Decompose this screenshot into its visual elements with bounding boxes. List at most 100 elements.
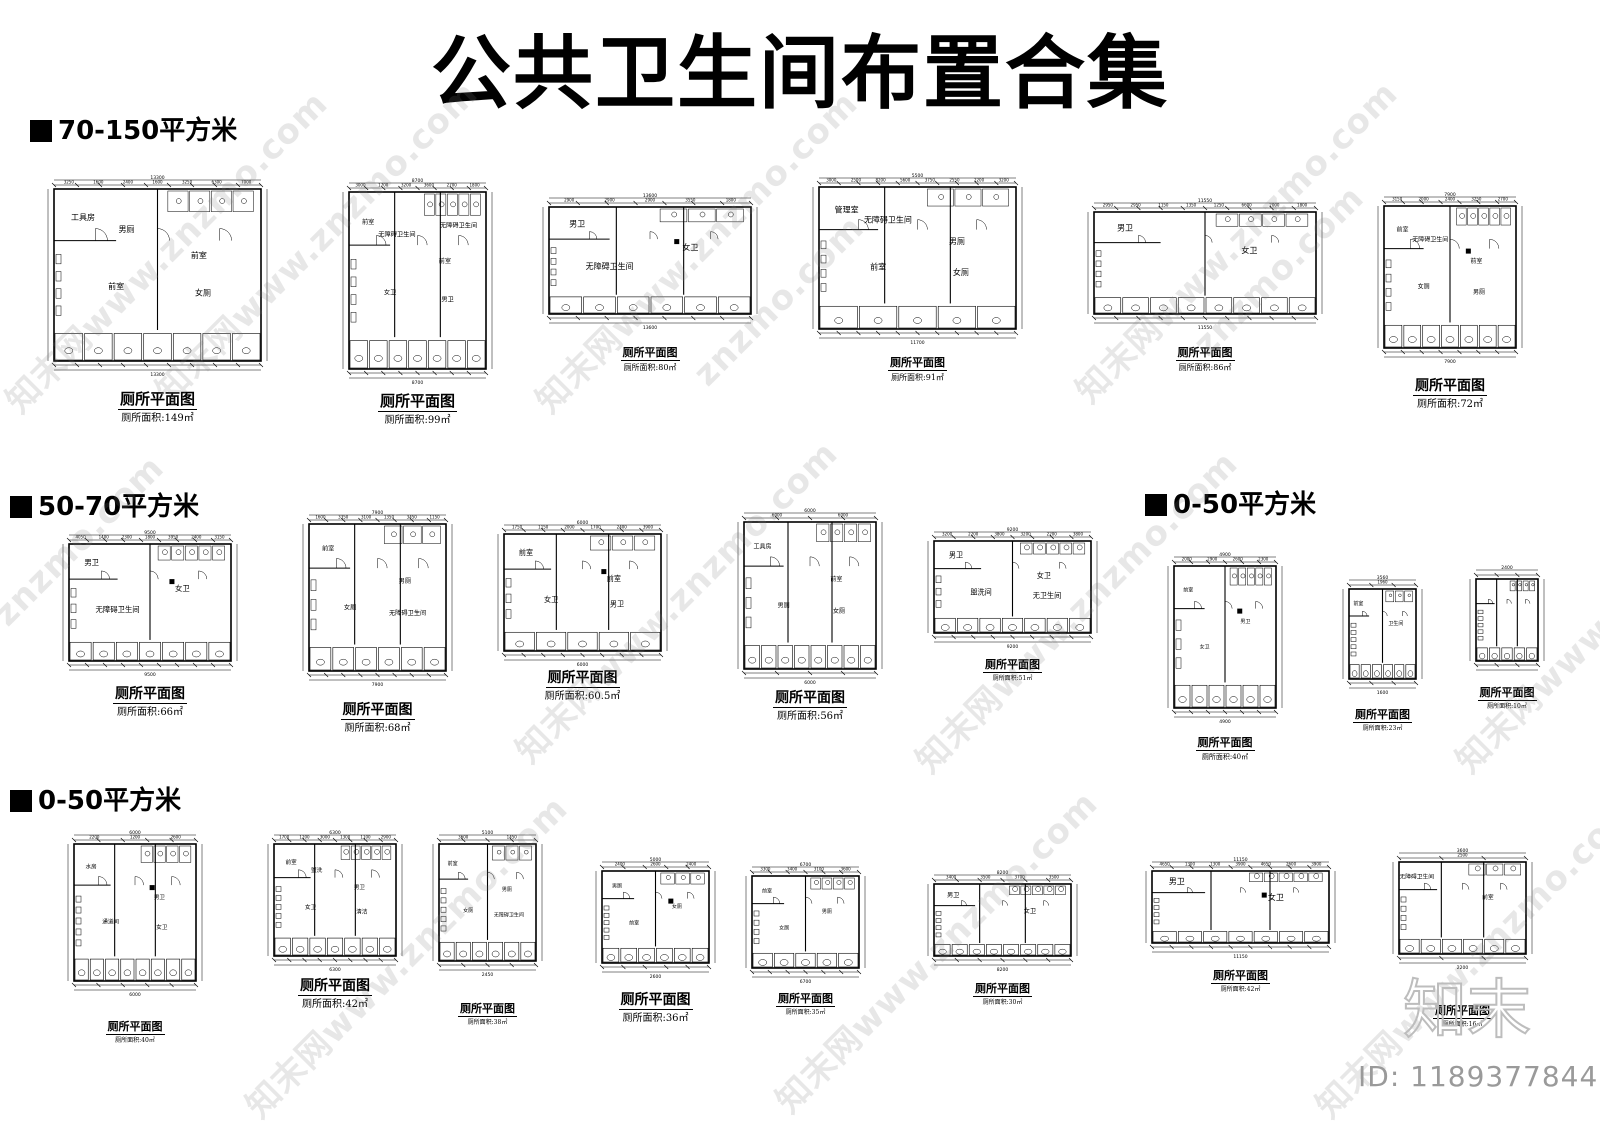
room-label: 前室 [448, 860, 458, 867]
section-header-70-150: 70-150平方米 [30, 118, 237, 144]
dimension-label: 1960 [1377, 580, 1388, 585]
dimension-label: 6000 [804, 508, 816, 514]
dimension-label: 1600 [1377, 690, 1389, 696]
image-id: ID: 1189377844 [1358, 1060, 1599, 1093]
dimension-label: 2300 [122, 535, 133, 540]
brand-logo: 知末 [1392, 970, 1542, 1050]
dimension-label: 3600 [841, 867, 852, 872]
plan-caption: 厕所平面图厕所面积:40㎡ [1160, 732, 1290, 762]
room-label: 前室 [870, 261, 886, 271]
dimension-label: 2600 [1286, 862, 1297, 867]
plan-area: 厕所面积:99㎡ [384, 414, 451, 426]
plan-title: 厕所平面图 [983, 658, 1042, 674]
plan-area: 厕所面积:40㎡ [1201, 753, 1249, 762]
dimension-label: 2600 [650, 862, 661, 867]
plan-title: 厕所平面图 [973, 982, 1032, 998]
plan-area: 厕所面积:36㎡ [622, 1013, 689, 1025]
page-title: 公共卫生间布置合集 [431, 27, 1169, 120]
dimension-label: 2900 [564, 198, 575, 203]
plan-area: 厕所面积:56㎡ [776, 711, 844, 723]
room-label: 前室 [607, 574, 621, 583]
dimension-label: 6300 [329, 967, 341, 973]
room-label: 男卫 [949, 551, 963, 560]
dimension-label: 2550 [949, 178, 960, 183]
column-marker [149, 885, 155, 891]
plan-caption: 厕所平面图厕所面积:16㎡ [1385, 1000, 1540, 1029]
dimension-label: 3900 [643, 525, 654, 530]
logo-icon: 知末 [1402, 973, 1532, 1049]
toilet-stalls [74, 845, 196, 981]
dimension-label: 5000 [650, 857, 662, 863]
room-label: 女厕 [1418, 282, 1430, 290]
room-label: 男厕 [612, 884, 622, 890]
plan-caption: 厕所平面图厕所面积:36㎡ [588, 990, 723, 1024]
room-label: 男厕 [949, 237, 965, 246]
dimension-label: 3250 [1471, 197, 1482, 202]
dimension-label: 6300 [329, 830, 341, 836]
dimension-label: 3200 [1020, 532, 1031, 537]
room-label: 女卫 [305, 903, 317, 911]
room-label: 女卫 [1037, 571, 1051, 580]
dimension-label: 1300 [1185, 862, 1196, 867]
toilet-stalls [349, 193, 486, 369]
dimension-label: 1350 [384, 515, 395, 520]
dimension-label: 4650 [1261, 862, 1272, 867]
dimension-label: 8700 [412, 178, 424, 184]
dimension-label: 2400 [123, 180, 134, 185]
dimension-label: 1150 [1158, 203, 1169, 208]
dimension-label: 3150 [1392, 197, 1403, 202]
column-marker [1465, 248, 1471, 254]
plan-area: 厕所面积:72㎡ [1416, 399, 1484, 411]
section-label: 0-50平方米 [38, 786, 182, 816]
plan-area: 厕所面积:60.5㎡ [544, 691, 621, 703]
dimension-label: 2000 [564, 525, 575, 530]
dimension-label: 2400 [615, 862, 626, 867]
dimension-label: 4900 [1219, 552, 1231, 558]
room-label: 男厕 [778, 602, 790, 609]
room-label: 无障碍卫生间 [96, 605, 140, 614]
plan-area: 厕所面积:80㎡ [623, 363, 677, 373]
plan-area: 厕所面积:68㎡ [344, 723, 411, 735]
dimension-label: 1700 [590, 525, 601, 530]
room-label: 女卫 [1241, 245, 1257, 255]
toilet-stalls [309, 525, 446, 671]
plan-caption: 厕所平面图厕所面积:51㎡ [920, 654, 1105, 683]
dimension-label: 3900 [1235, 862, 1246, 867]
dimension-label: 3550 [685, 198, 696, 203]
dimension-label: 2600 [1233, 557, 1244, 562]
room-label: 前室 [629, 919, 639, 926]
dimension-label: 3100 [814, 867, 825, 872]
dimension-label: 2600 [650, 974, 662, 980]
dimension-label: 11550 [1198, 325, 1212, 331]
room-label: 前室 [1470, 257, 1482, 265]
dimension-label: 1600 [93, 180, 104, 185]
room-label: 无障碍卫生间 [1399, 873, 1434, 881]
dimension-label: 2950 [1131, 203, 1142, 208]
room-label: 前室 [439, 257, 451, 265]
dimension-label: 2000 [1269, 203, 1280, 208]
room-label: 前室 [830, 575, 842, 583]
room-label: 女卫 [384, 289, 396, 297]
section-header-0-50-right: 0-50平方米 [1145, 492, 1316, 518]
room-label: 无障碍卫生间 [378, 230, 415, 238]
dimension-label: 11150 [1233, 954, 1247, 960]
section-header-50-70: 50-70平方米 [10, 494, 199, 520]
